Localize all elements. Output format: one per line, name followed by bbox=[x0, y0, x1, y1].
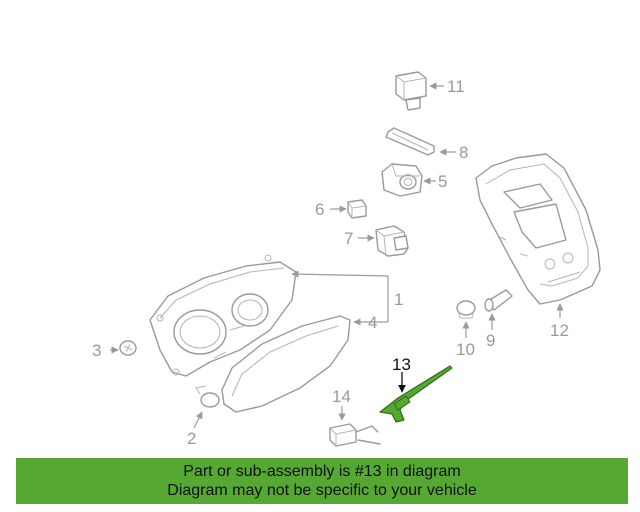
callout-8: 8 bbox=[459, 143, 468, 162]
part-13-highlighted bbox=[379, 365, 453, 423]
callout-4: 4 bbox=[368, 313, 377, 332]
callout-13: 13 bbox=[392, 355, 411, 374]
part-3-screw bbox=[110, 340, 137, 356]
callout-10: 10 bbox=[456, 340, 475, 359]
callout-3: 3 bbox=[92, 341, 101, 360]
callout-2: 2 bbox=[187, 429, 196, 448]
part-9-socket bbox=[484, 289, 513, 330]
part-14-connector bbox=[329, 406, 381, 447]
callout-5: 5 bbox=[438, 172, 447, 191]
part-7-connector bbox=[358, 225, 409, 257]
part-4-lens bbox=[221, 315, 388, 413]
part-1-instrument-cluster bbox=[149, 254, 389, 377]
callout-11: 11 bbox=[447, 77, 465, 96]
part-6-clip bbox=[330, 199, 367, 219]
banner-line-1: Part or sub-assembly is #13 in diagram bbox=[183, 463, 461, 480]
part-11-switch bbox=[395, 71, 444, 111]
part-2-screw bbox=[193, 385, 220, 429]
part-5-switch bbox=[381, 163, 436, 197]
part-8-strip bbox=[385, 127, 456, 156]
info-banner: Part or sub-assembly is #13 in diagram D… bbox=[16, 458, 628, 504]
callout-9: 9 bbox=[486, 331, 495, 350]
callout-6: 6 bbox=[315, 200, 324, 219]
banner-line-2: Diagram may not be specific to your vehi… bbox=[167, 482, 477, 499]
callout-14: 14 bbox=[332, 387, 351, 406]
part-12-console-bezel bbox=[475, 153, 601, 318]
part-10-knob bbox=[456, 300, 476, 338]
parts-diagram: 11 8 5 6 7 1 4 3 2 14 13 10 9 12 bbox=[92, 71, 601, 448]
callout-7: 7 bbox=[344, 229, 353, 248]
callout-12: 12 bbox=[550, 321, 569, 340]
callout-1: 1 bbox=[394, 290, 403, 309]
